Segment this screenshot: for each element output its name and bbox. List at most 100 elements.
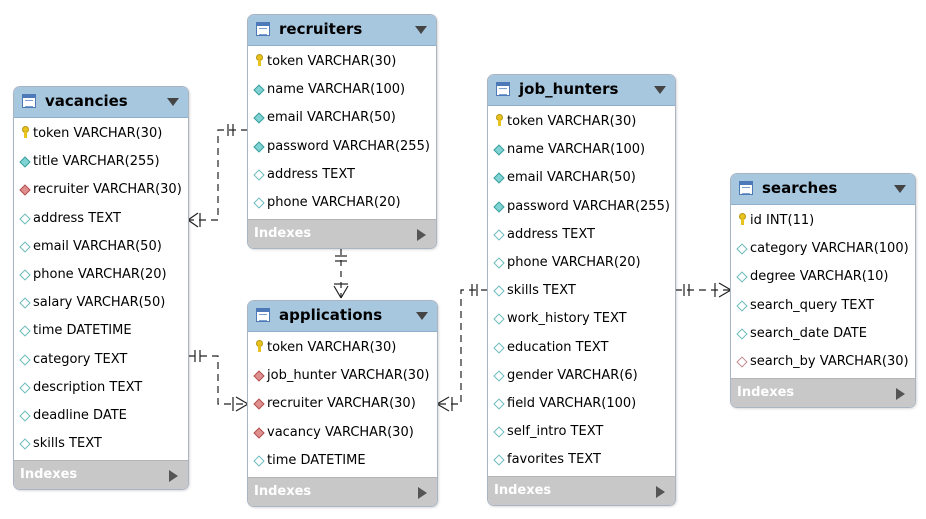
table-name: recruiters bbox=[279, 20, 363, 38]
indexes-label: Indexes bbox=[494, 483, 552, 499]
column-icon bbox=[493, 257, 505, 269]
table-header[interactable]: vacancies bbox=[14, 87, 188, 118]
column-label: gender VARCHAR(6) bbox=[507, 367, 638, 383]
column-row[interactable]: favorites TEXT bbox=[488, 446, 675, 474]
indexes-section[interactable]: Indexes bbox=[14, 460, 188, 490]
column-label: category VARCHAR(100) bbox=[750, 241, 909, 257]
column-row[interactable]: job_hunter VARCHAR(30) bbox=[248, 362, 437, 390]
column-row[interactable]: work_history TEXT bbox=[488, 305, 675, 333]
column-row[interactable]: email VARCHAR(50) bbox=[14, 233, 188, 261]
column-row[interactable]: password VARCHAR(255) bbox=[488, 193, 675, 221]
table-icon bbox=[22, 94, 36, 108]
column-row[interactable]: skills TEXT bbox=[488, 277, 675, 305]
column-row[interactable]: degree VARCHAR(10) bbox=[731, 263, 915, 291]
column-row[interactable]: gender VARCHAR(6) bbox=[488, 362, 675, 390]
column-icon bbox=[19, 438, 31, 450]
indexes-section[interactable]: Indexes bbox=[488, 476, 675, 506]
foreign-key-icon bbox=[253, 426, 265, 439]
column-row[interactable]: category VARCHAR(100) bbox=[731, 235, 915, 263]
column-row[interactable]: name VARCHAR(100) bbox=[488, 136, 675, 164]
column-row[interactable]: token VARCHAR(30) bbox=[14, 120, 188, 148]
column-row[interactable]: search_by VARCHAR(30) bbox=[731, 348, 915, 376]
column-row[interactable]: description TEXT bbox=[14, 374, 188, 402]
not-null-column-icon bbox=[493, 144, 505, 156]
indexes-label: Indexes bbox=[254, 226, 312, 242]
column-row[interactable]: address TEXT bbox=[488, 221, 675, 249]
expand-arrow-icon[interactable] bbox=[418, 486, 427, 499]
column-row[interactable]: skills TEXT bbox=[14, 430, 188, 458]
column-row[interactable]: self_intro TEXT bbox=[488, 418, 675, 446]
column-row[interactable]: token VARCHAR(30) bbox=[248, 334, 437, 362]
column-row[interactable]: phone VARCHAR(20) bbox=[14, 261, 188, 289]
column-row[interactable]: search_query TEXT bbox=[731, 292, 915, 320]
column-icon bbox=[19, 353, 31, 366]
column-label: deadline DATE bbox=[33, 407, 127, 423]
column-row[interactable]: email VARCHAR(50) bbox=[248, 104, 436, 132]
column-row[interactable]: salary VARCHAR(50) bbox=[14, 289, 188, 317]
table-header[interactable]: applications bbox=[248, 301, 437, 332]
column-row[interactable]: search_date DATE bbox=[731, 320, 915, 348]
expand-arrow-icon[interactable] bbox=[417, 229, 426, 242]
column-row[interactable]: phone VARCHAR(20) bbox=[248, 189, 436, 217]
column-row[interactable]: category TEXT bbox=[14, 346, 188, 374]
not-null-column-icon bbox=[19, 156, 31, 168]
indexes-section[interactable]: Indexes bbox=[248, 476, 437, 506]
collapse-triangle-icon[interactable] bbox=[654, 86, 666, 94]
table-icon bbox=[256, 308, 270, 322]
column-row[interactable]: phone VARCHAR(20) bbox=[488, 249, 675, 277]
table-name: vacancies bbox=[45, 92, 128, 110]
column-row[interactable]: time DATETIME bbox=[248, 447, 437, 475]
column-label: education TEXT bbox=[507, 339, 609, 355]
column-row[interactable]: recruiter VARCHAR(30) bbox=[248, 390, 437, 418]
column-icon bbox=[19, 410, 31, 422]
column-row[interactable]: deadline DATE bbox=[14, 402, 188, 430]
column-icon bbox=[736, 271, 748, 284]
collapse-triangle-icon[interactable] bbox=[415, 26, 427, 34]
column-row[interactable]: address TEXT bbox=[248, 161, 436, 189]
column-label: skills TEXT bbox=[33, 436, 102, 452]
column-row[interactable]: name VARCHAR(100) bbox=[248, 76, 436, 104]
expand-arrow-icon[interactable] bbox=[896, 388, 905, 401]
column-icon bbox=[19, 382, 31, 394]
table-recruiters[interactable]: recruiters token VARCHAR(30)name VARCHAR(… bbox=[247, 14, 437, 250]
column-row[interactable]: token VARCHAR(30) bbox=[248, 48, 436, 76]
table-header[interactable]: job_hunters bbox=[488, 75, 675, 106]
collapse-triangle-icon[interactable] bbox=[167, 98, 179, 106]
column-row[interactable]: email VARCHAR(50) bbox=[488, 164, 675, 192]
column-row[interactable]: token VARCHAR(30) bbox=[488, 108, 675, 136]
column-row[interactable]: vacancy VARCHAR(30) bbox=[248, 419, 437, 447]
column-row[interactable]: id INT(11) bbox=[731, 207, 915, 235]
column-row[interactable]: password VARCHAR(255) bbox=[248, 133, 436, 161]
column-label: description TEXT bbox=[33, 379, 143, 395]
column-icon bbox=[253, 169, 265, 181]
column-row[interactable]: recruiter VARCHAR(30) bbox=[14, 176, 188, 204]
column-icon bbox=[19, 297, 31, 309]
column-row[interactable]: field VARCHAR(100) bbox=[488, 390, 675, 418]
primary-key-icon bbox=[739, 213, 746, 225]
column-label: field VARCHAR(100) bbox=[507, 395, 637, 411]
column-row[interactable]: time DATETIME bbox=[14, 317, 188, 345]
table-vacancies[interactable]: vacancies token VARCHAR(30)title VARCHAR(… bbox=[13, 86, 189, 491]
table-header[interactable]: searches bbox=[731, 174, 915, 205]
column-row[interactable]: education TEXT bbox=[488, 334, 675, 362]
column-icon bbox=[19, 269, 31, 281]
collapse-triangle-icon[interactable] bbox=[894, 185, 906, 193]
expand-arrow-icon[interactable] bbox=[169, 470, 178, 483]
column-icon bbox=[19, 241, 31, 253]
indexes-section[interactable]: Indexes bbox=[731, 378, 915, 408]
foreign-key-icon bbox=[253, 370, 265, 382]
column-list: token VARCHAR(30)name VARCHAR(100)email … bbox=[488, 106, 675, 476]
column-row[interactable]: address TEXT bbox=[14, 205, 188, 233]
collapse-triangle-icon[interactable] bbox=[416, 312, 428, 320]
column-list: id INT(11) category VARCHAR(100) degree VA… bbox=[731, 205, 915, 378]
column-label: phone VARCHAR(20) bbox=[267, 194, 401, 210]
not-null-column-icon bbox=[493, 172, 505, 185]
table-icon bbox=[256, 22, 270, 36]
table-header[interactable]: recruiters bbox=[248, 15, 436, 46]
expand-arrow-icon[interactable] bbox=[656, 486, 665, 499]
indexes-section[interactable]: Indexes bbox=[248, 219, 436, 249]
column-row[interactable]: title VARCHAR(255) bbox=[14, 148, 188, 176]
